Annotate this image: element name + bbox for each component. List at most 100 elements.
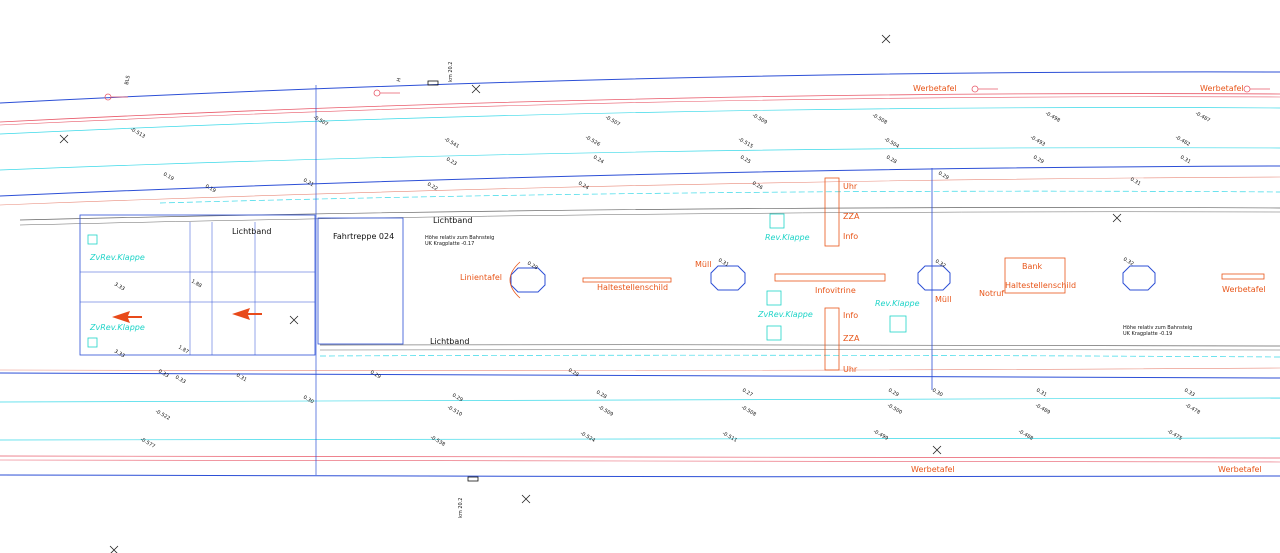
dashed-cyan-top: [159, 190, 1280, 204]
zza-label-top: ZZA: [843, 212, 860, 221]
height-lower: 0.30: [931, 388, 944, 399]
height-lower: 0.29: [887, 388, 900, 399]
klappe-box-6: [87, 337, 98, 348]
muell-label-1: Müll: [695, 260, 711, 269]
signal-markers: [104, 85, 1270, 101]
haltestellenschild-bar: [582, 277, 672, 283]
height-upper: 0.19: [162, 172, 175, 183]
height-lower: 0.28: [595, 390, 608, 401]
misc-number: 0.28: [526, 261, 539, 272]
klappe-box-3: [766, 325, 782, 341]
level-bottom: -0.509: [597, 405, 614, 418]
misc-number: 3.33: [113, 282, 126, 293]
hoehe-note-top-1: Höhe relativ zum Bahnsteig: [425, 235, 494, 241]
lichtband-top-label-2: Lichtband: [433, 216, 472, 225]
height-lower: 0.31: [1035, 388, 1048, 399]
height-upper: 0.31: [1179, 155, 1192, 166]
km-label-top: km 20.2: [448, 62, 454, 83]
lichtband-bottom-label: Lichtband: [430, 337, 469, 346]
misc-number: 1.88: [190, 279, 203, 290]
level-bottom: -0.499: [872, 429, 889, 442]
escalator-box: [317, 217, 404, 345]
km-marker-top: [427, 80, 439, 86]
cyan-line-2: [0, 147, 1280, 171]
info-label-top: Info: [843, 232, 858, 241]
track-edge-bottom-red: [0, 455, 1280, 459]
track-edge-bottom-outer: [0, 474, 1280, 478]
level-top: -0.541: [443, 137, 460, 150]
level-top: -0.515: [737, 137, 754, 150]
km-marker-bottom: [467, 476, 479, 482]
height-upper: 0.24: [592, 155, 605, 166]
km-label-bottom: km 20.2: [458, 498, 464, 519]
haltestellenschild-label-1: Haltestellenschild: [597, 283, 668, 292]
height-lower: 0.27: [741, 388, 754, 399]
werbetafel-right-bar: [1221, 273, 1265, 280]
infovitrine-label: Infovitrine: [815, 286, 856, 295]
level-bottom: -0.577: [139, 437, 156, 450]
height-lower: 0.29: [451, 393, 464, 404]
track-edge-top-outer: [0, 71, 1280, 104]
level-bottom: -0.478: [1184, 403, 1201, 416]
infovitrine-bar: [774, 273, 886, 282]
klappe-box-5: [87, 234, 98, 245]
lichtband-bottom: [319, 344, 1280, 347]
zvrev-klappe-2: ZvRev.Klappe: [89, 323, 145, 332]
misc-number: 0.32: [1122, 257, 1135, 268]
misc-number: 0.21: [302, 178, 315, 189]
octagon-3: [917, 265, 951, 291]
levels-bottom: -0.522 -0.577 -0.510 -0.538 -0.509 -0.52…: [139, 403, 1201, 450]
bls-label: BLS: [124, 75, 132, 85]
misc-number: 0.30: [302, 395, 315, 406]
lichtband-bottom-2: [319, 349, 1280, 351]
werbetafel-top-1: Werbetafel: [913, 84, 957, 93]
zza-top-box: [824, 177, 840, 247]
level-bottom: -0.510: [446, 405, 463, 418]
level-top: -0.493: [1029, 135, 1046, 148]
heights-lower: 0.33 0.31 0.29 0.29 0.28 0.28 0.27 0.29 …: [174, 368, 1196, 404]
height-upper: 0.28: [885, 155, 898, 166]
dashed-cyan-bottom: [319, 354, 1280, 358]
level-top: -0.504: [883, 137, 900, 150]
height-upper: 0.25: [739, 155, 752, 166]
level-top: -0.507: [604, 115, 621, 128]
level-top: -0.513: [129, 127, 146, 140]
rev-klappe-2: Rev.Klappe: [875, 299, 920, 308]
height-lower: 0.28: [567, 368, 580, 379]
level-bottom: -0.511: [721, 431, 738, 444]
level-bottom: -0.489: [1034, 403, 1051, 416]
stair-outline: [79, 214, 316, 356]
werbetafel-bottom-2: Werbetafel: [1218, 465, 1262, 474]
level-top: -0.526: [584, 135, 601, 148]
uhr-label-bottom: Uhr: [843, 365, 858, 374]
werbetafel-bottom-1: Werbetafel: [911, 465, 955, 474]
info-label-bottom: Info: [843, 311, 858, 320]
level-top: -0.508: [871, 113, 888, 126]
klappe-box-1: [769, 213, 785, 229]
zza-label-bottom: ZZA: [843, 334, 860, 343]
werbetafel-right: Werbetafel: [1222, 285, 1266, 294]
height-lower: 0.33: [174, 375, 187, 386]
level-bottom: -0.538: [429, 435, 446, 448]
track-edge-top-inner2: [0, 96, 1280, 126]
heights-upper: 0.19 0.19 0.23 0.22 0.24 0.24 0.25 0.26 …: [162, 155, 1192, 195]
height-upper: 0.23: [445, 157, 458, 168]
height-upper: 0.22: [426, 182, 439, 193]
cyan-line-4: [0, 437, 1280, 441]
arrow-left-1: [112, 311, 142, 323]
height-upper: 0.29: [937, 171, 950, 182]
platform-edge-bottom: [0, 372, 1280, 379]
track-edge-bottom-red2: [0, 459, 1280, 463]
cyan-line-3: [0, 397, 1280, 403]
linientafel-curve: [509, 261, 521, 299]
height-lower: 0.29: [369, 370, 382, 381]
level-bottom: -0.524: [579, 431, 596, 444]
level-top: -0.498: [1044, 111, 1061, 124]
fahrtreppe-label: Fahrtreppe 024: [333, 232, 394, 241]
misc-numbers: 3.33 1.88 1.87 3.33 0.28 0.31 0.32 0.32 …: [113, 178, 1135, 406]
notruf-label: Notruf: [979, 289, 1004, 298]
zza-bottom-box: [824, 307, 840, 371]
cross-markers: [59, 34, 1122, 553]
height-upper: 0.24: [577, 181, 590, 192]
klappe-box-4: [889, 315, 907, 333]
